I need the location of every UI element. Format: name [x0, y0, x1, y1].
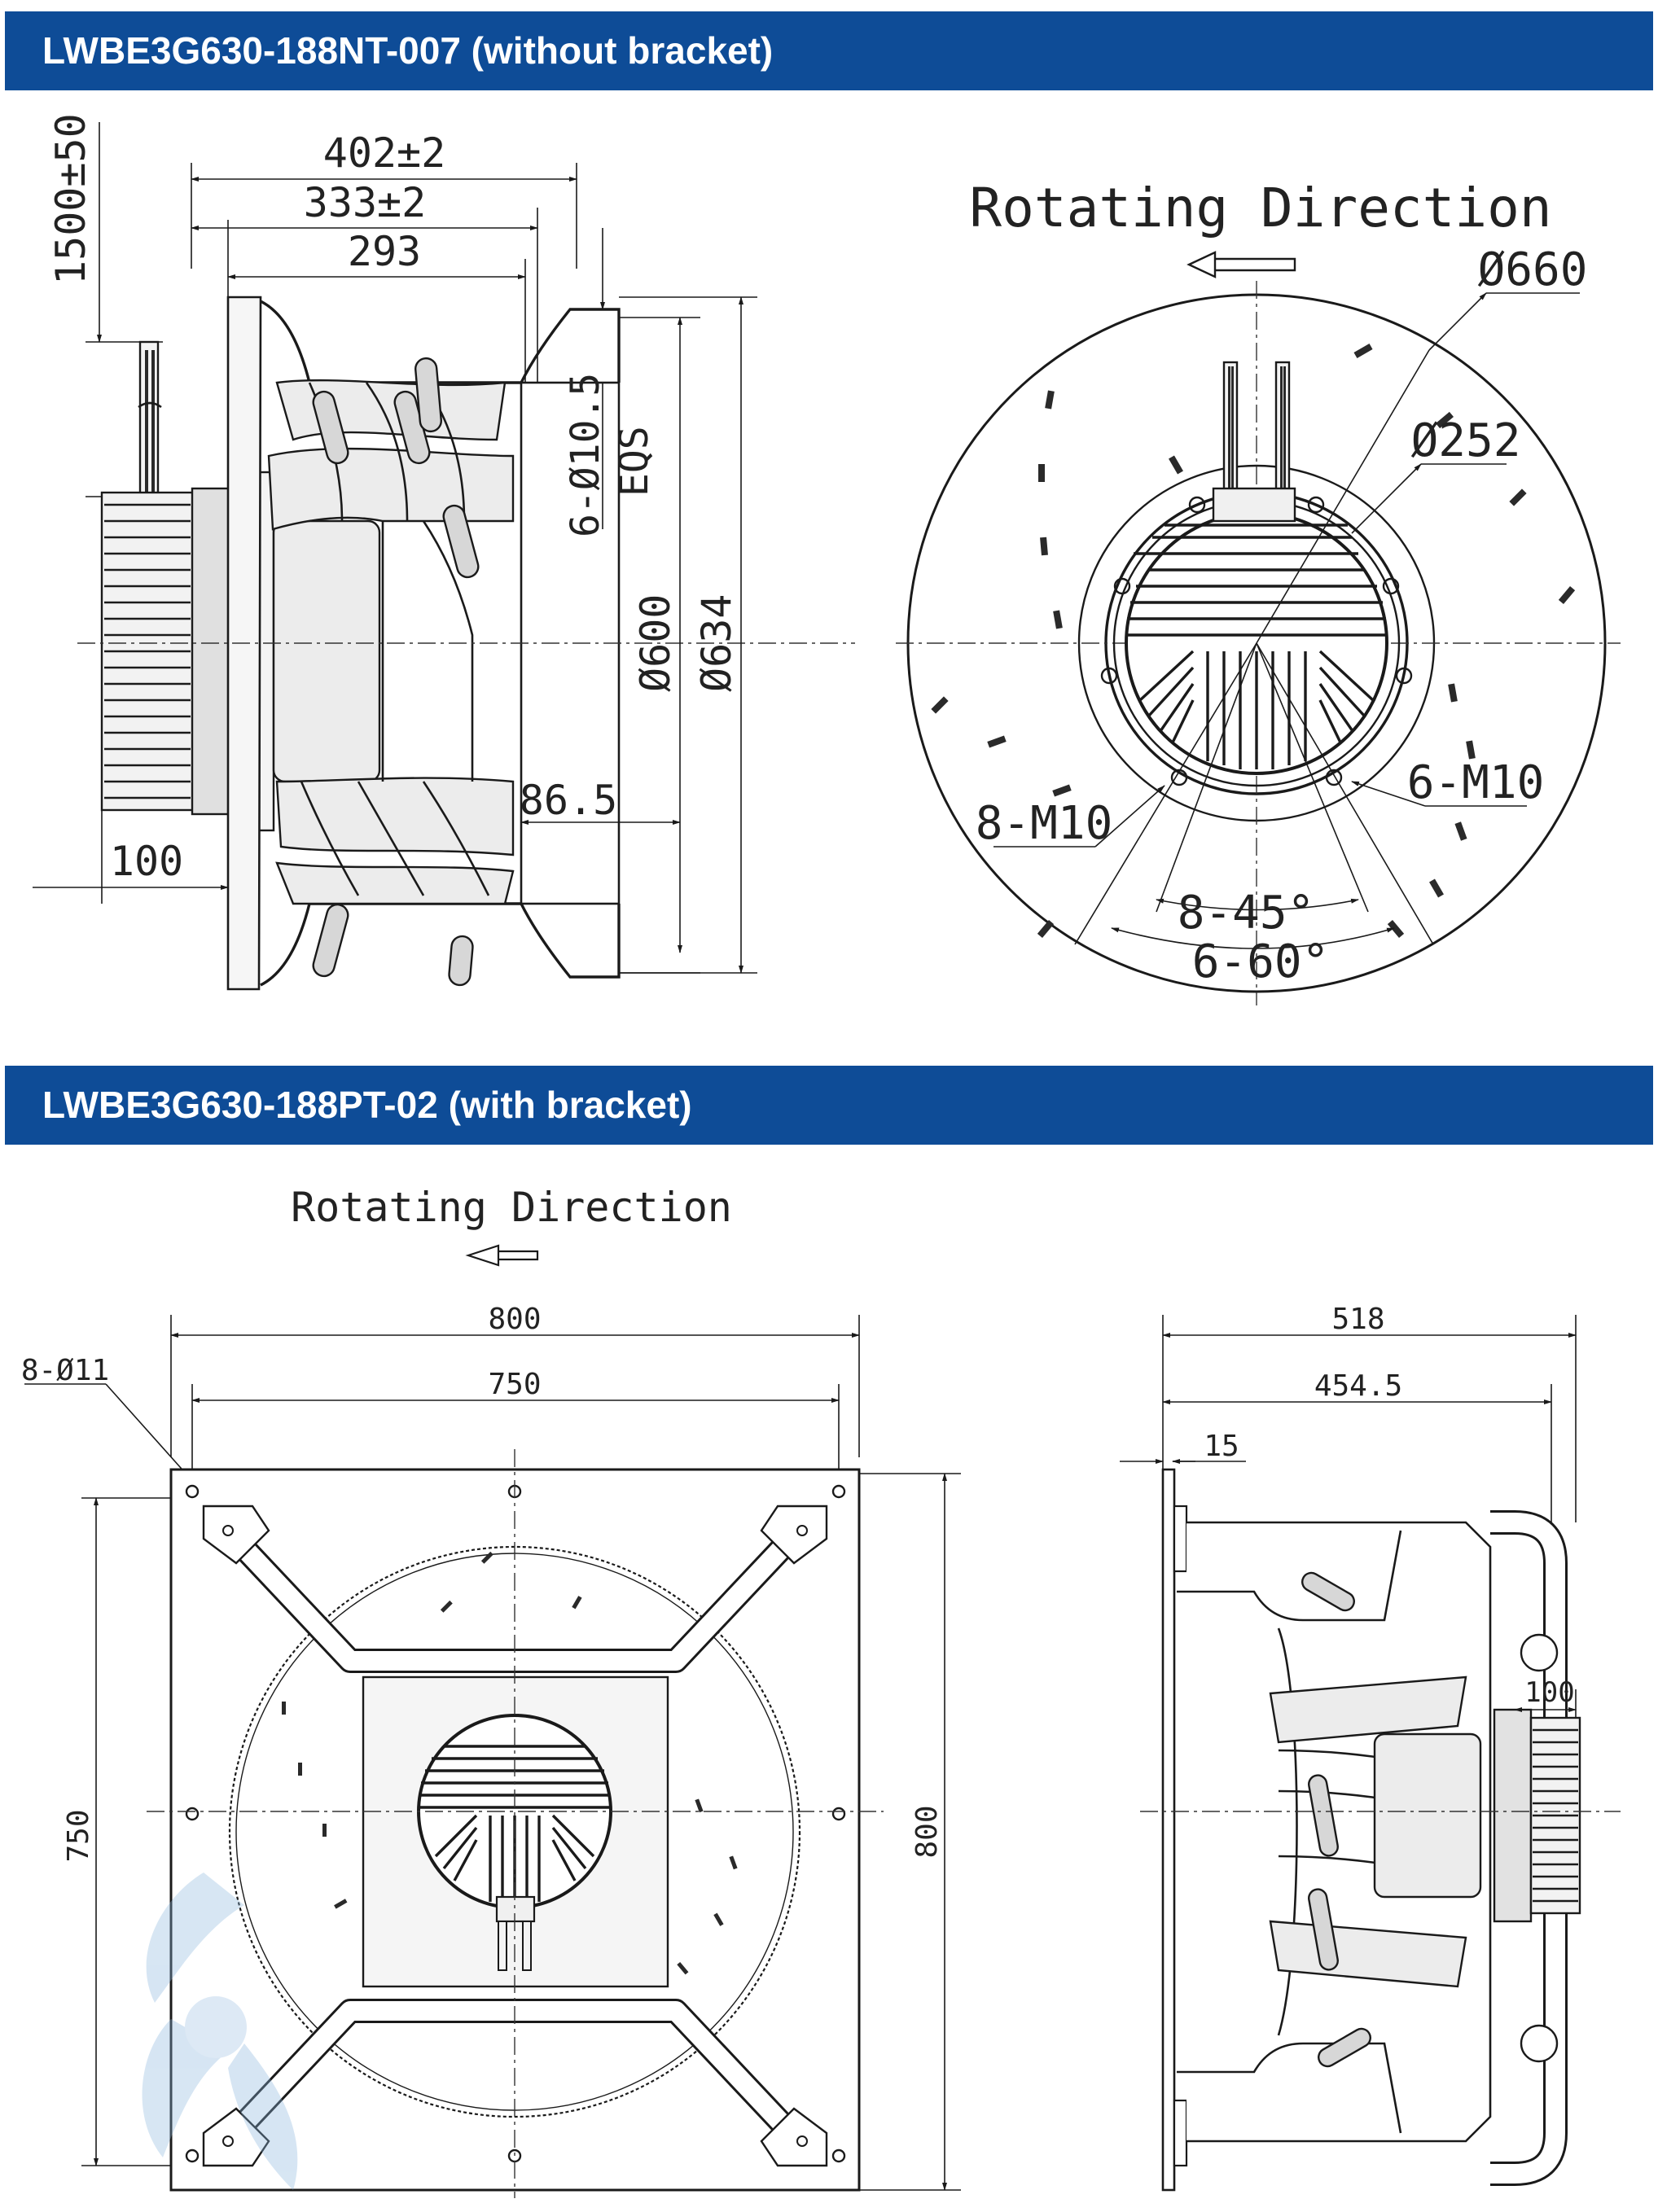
dim-402: 402±2	[323, 129, 446, 177]
dim-750-height: 750	[62, 1809, 95, 1862]
impeller-slots	[931, 344, 1576, 938]
impeller-slots-bottom	[282, 1551, 738, 1975]
dim-eqs: EQS	[612, 426, 657, 497]
dim-518: 518	[1331, 1303, 1384, 1336]
rotation-arrow-top	[1212, 257, 1296, 272]
dim-6-60: 6-60°	[1192, 935, 1330, 988]
dim-333: 333±2	[304, 179, 427, 226]
dim-800-width: 800	[488, 1303, 541, 1336]
impeller-blades	[267, 357, 515, 987]
dim-454-5: 454.5	[1314, 1369, 1402, 1403]
bottom-front-view: Rotating Direction 800 750 8-Ø11 750 800	[21, 1184, 961, 2198]
dim-600: Ø600	[632, 594, 679, 692]
watermark-logo	[142, 1873, 298, 2190]
dim-15: 15	[1204, 1430, 1239, 1463]
dim-293: 293	[348, 228, 421, 275]
dim-6m10: 6-M10	[1407, 756, 1545, 809]
dim-holes-top: 6-Ø10.5	[563, 373, 608, 537]
bracket-arms	[202, 1505, 828, 2167]
dim-1500: 1500±50	[47, 113, 94, 285]
dim-660: Ø660	[1478, 243, 1588, 296]
dim-8m10: 8-M10	[976, 797, 1113, 850]
motor-block	[100, 479, 255, 824]
rotating-direction-label-bottom: Rotating Direction	[291, 1184, 732, 1231]
dim-86-5: 86.5	[520, 777, 617, 824]
rotating-direction-label-top: Rotating Direction	[969, 177, 1551, 239]
top-front-view: Rotating Direction	[896, 177, 1621, 1005]
dim-634: Ø634	[693, 594, 740, 692]
dim-100-top: 100	[110, 838, 183, 885]
dim-100-bottom: 100	[1524, 1676, 1574, 1709]
dim-750-width: 750	[488, 1368, 541, 1401]
top-side-view: 402±2 333±2 293 1500±50	[33, 113, 855, 991]
section-title-without-bracket: LWBE3G630-188NT-007 (without bracket)	[5, 11, 1653, 90]
rotation-arrow-bottom	[465, 1244, 500, 1267]
dim-8-45: 8-45°	[1178, 887, 1315, 940]
bottom-side-view: 518 454.5 15	[1120, 1303, 1621, 2192]
dim-holes-bracket: 8-Ø11	[21, 1354, 109, 1387]
section-title-with-bracket: LWBE3G630-188PT-02 (with bracket)	[5, 1066, 1653, 1145]
dim-252: Ø252	[1411, 414, 1521, 467]
dim-800-height: 800	[910, 1805, 944, 1858]
